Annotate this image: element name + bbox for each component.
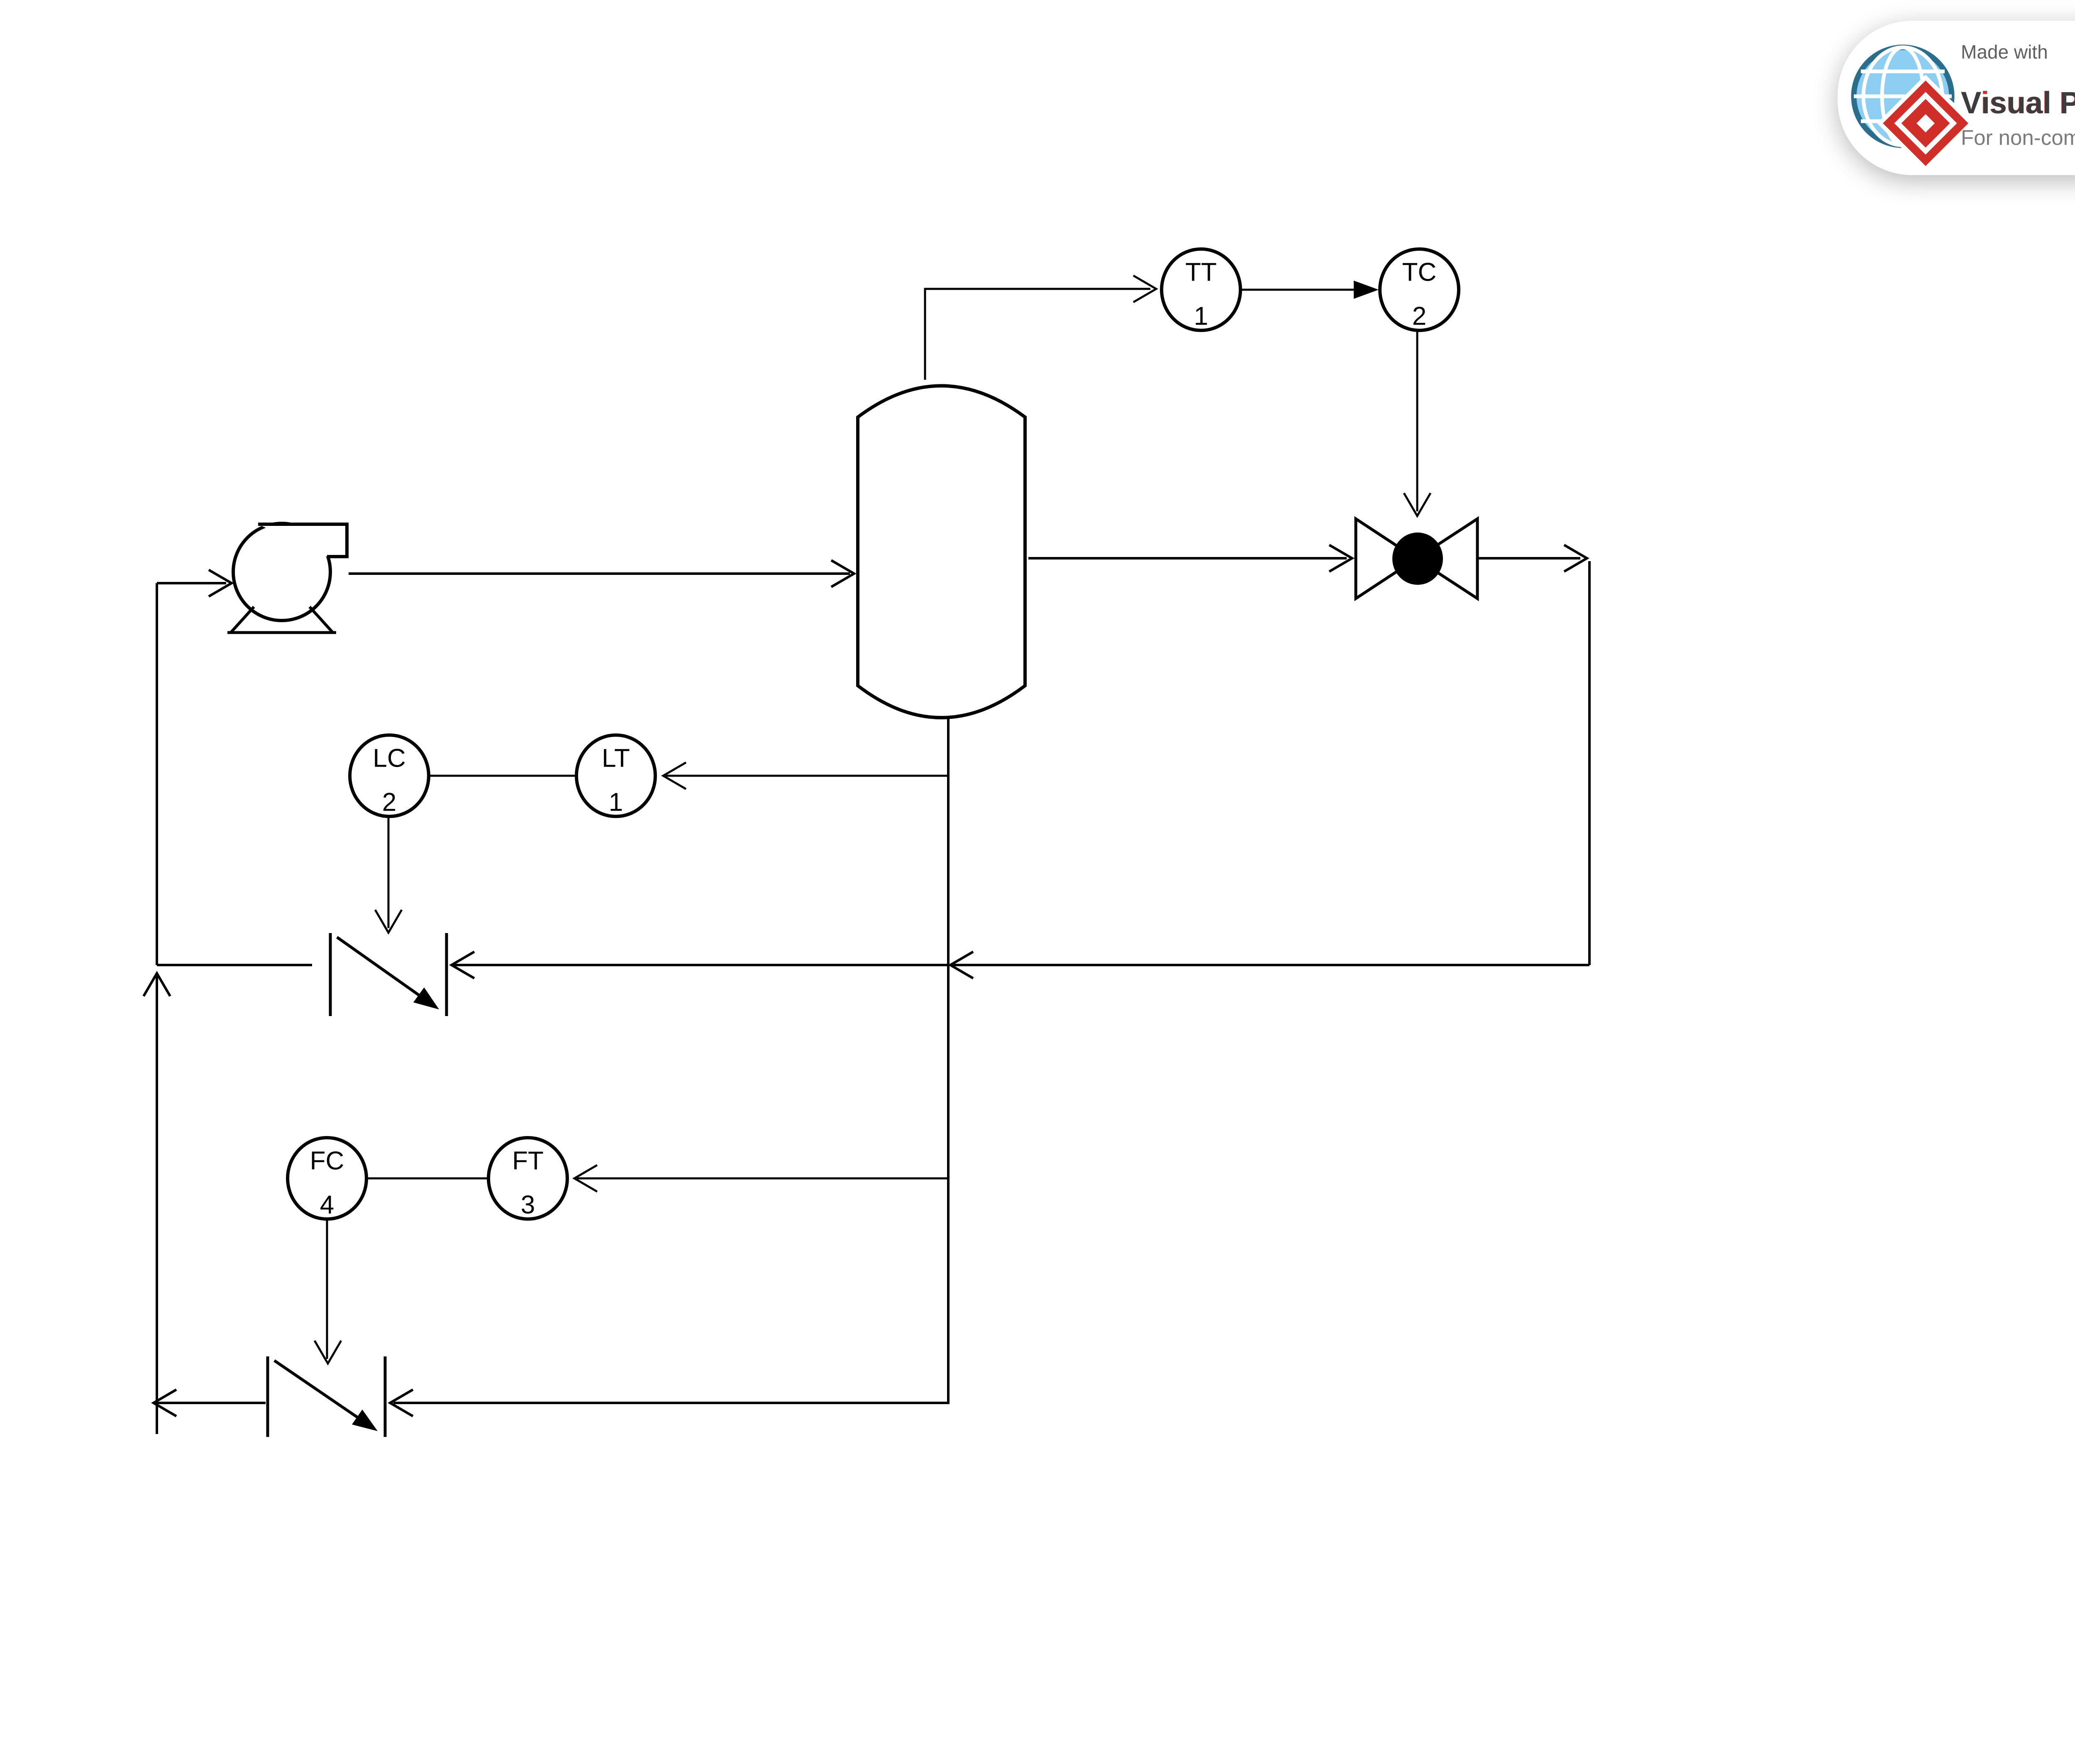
vp-diamond-inner-icon [1894,92,1957,155]
vessel-body-icon [856,384,1027,719]
instrument-circle-icon [1378,247,1460,332]
arrow-valve-outlet-corner-icon [1563,544,1589,573]
arrow-return-junction-icon [948,950,974,980]
arrow-up-into-return-icon [142,971,171,997]
instrument-circle-icon [286,1136,368,1221]
pump-discharge-nozzle-icon [258,523,349,558]
instrument-bubble-FC-4: FC 4 [286,1136,368,1221]
instrument-letters: FC [310,1147,344,1175]
instrument-letters: TT [1185,258,1217,287]
instrument-number: 2 [1412,302,1426,331]
instrument-number: 3 [521,1191,535,1219]
arrow-tc-valve-icon [1403,492,1432,518]
instrument-letters: LT [602,744,630,773]
inline-valve-2-arrow-icon [352,1410,378,1431]
instrument-bubble-LC-2: LC 2 [348,733,430,818]
pump-symbol [227,522,349,634]
instrument-circle-icon [1160,247,1242,332]
visual-paradigm-logo-icon [1851,44,1975,172]
arrow-bottom-left-corner-icon [151,1388,177,1417]
flow-lines [142,544,1591,1434]
pump-base-icon [227,606,336,634]
instrument-number: 1 [1194,302,1208,331]
signal-vessel-to-tt [924,288,1150,380]
badge-brand-text: Vısual Paradıgm [1961,86,2075,120]
arrow-fc-valve-icon [313,1340,342,1366]
arrow-into-pump-icon [208,569,234,598]
arrow-into-lt-icon [661,761,687,790]
instrument-number: 1 [609,788,623,817]
instrument-number: 4 [320,1191,334,1219]
arrow-lc-valve-icon [374,909,403,935]
instrument-circle-icon [487,1136,569,1221]
instrument-circle-icon [575,733,657,818]
inline-valve-1-symbol [329,933,448,1016]
instrument-letters: FT [512,1147,544,1175]
inline-valve-2-symbol [266,1356,387,1437]
control-valve-symbol [1354,516,1479,601]
instrument-bubble-TC-2: TC 2 [1378,247,1460,332]
instrument-circle-icon [348,733,430,818]
arrow-into-inline-valve-2-icon [388,1388,414,1417]
instrument-number: 2 [382,788,396,817]
control-valve-plug-icon [1392,533,1443,585]
instrument-bubble-TT-1: TT 1 [1160,247,1242,332]
badge-license-text: For non-commercial use [1961,126,2075,149]
arrow-into-valve-icon [1328,544,1355,573]
vessel-symbol [856,384,1027,719]
instrument-bubble-LT-1: LT 1 [575,733,657,818]
inline-valve-1-arrow-icon [413,987,439,1009]
arrow-into-ft-icon [572,1164,598,1193]
visual-paradigm-badge[interactable]: Made with Visual Paradigm Vısual Paradıg… [1838,21,2075,175]
instrument-letters: TC [1402,258,1437,287]
line-vessel-bottom [393,715,950,1404]
inline-valve-1-diagonal-icon [336,936,425,999]
arrow-into-tt-icon [1133,274,1158,303]
instrument-letters: LC [373,744,405,773]
instrument-bubble-FT-3: FT 3 [487,1136,569,1221]
arrow-into-inline-valve-1-icon [449,950,475,980]
arrow-into-vessel-icon [830,559,857,588]
inline-valve-2-diagonal-icon [273,1359,363,1422]
inline-valve-2-bars-icon [266,1356,387,1437]
badge-made-with-text: Made with [1961,41,2048,63]
vp-diamond-center-icon [1916,114,1935,132]
control-valve-left-triangle-icon [1354,516,1419,601]
inline-valve-1-bars-icon [329,933,448,1016]
control-valve-right-triangle-icon [1413,516,1479,601]
badge-brand-red-layer: Visual Paradigm [1961,86,2075,120]
arrow-into-tc-icon [1354,281,1379,299]
